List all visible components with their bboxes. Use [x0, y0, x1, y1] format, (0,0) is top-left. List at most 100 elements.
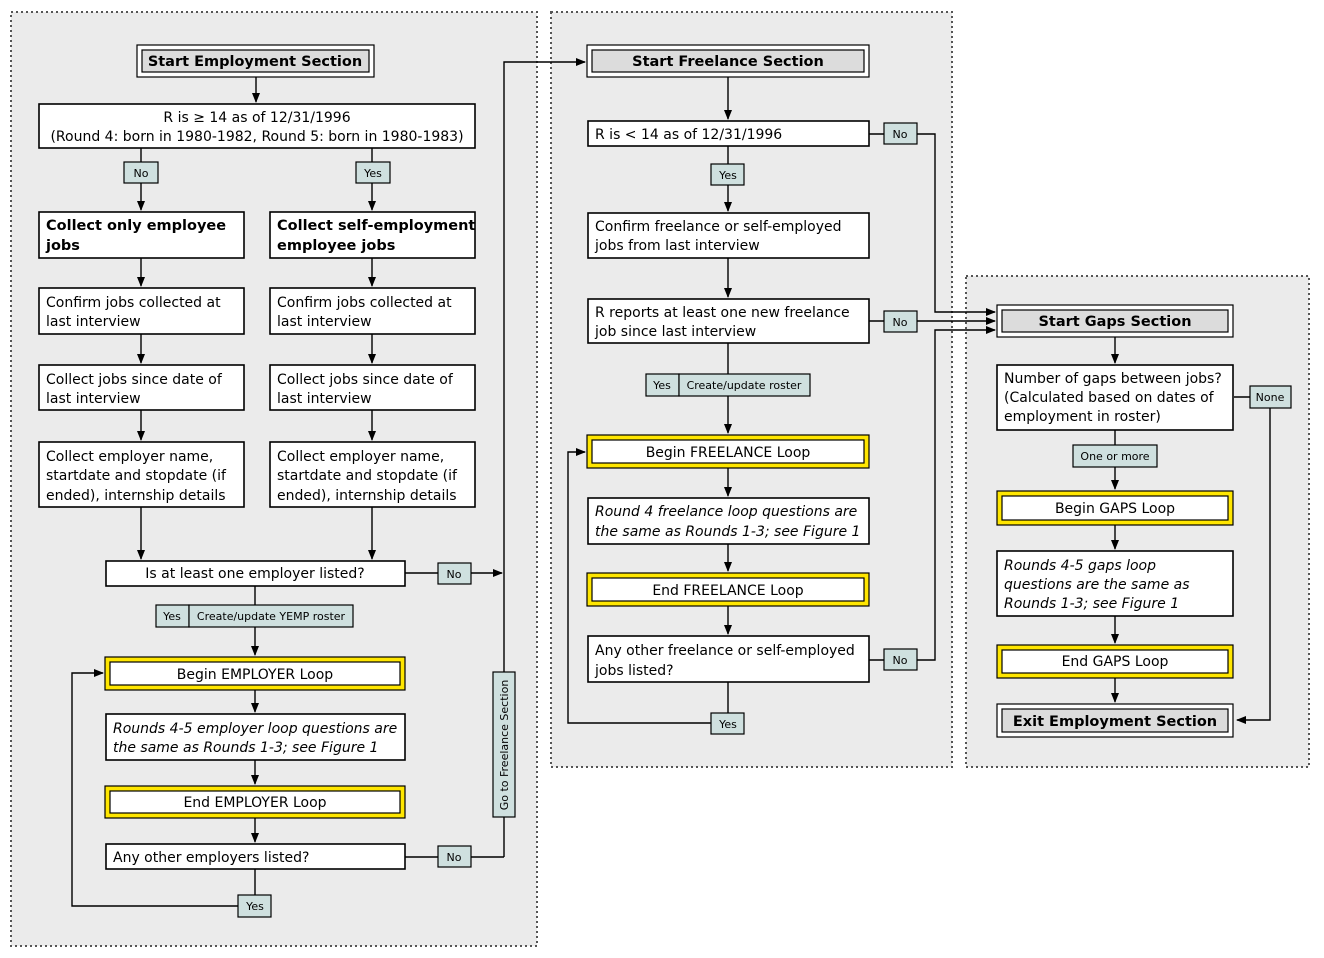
svg-text:No: No — [893, 128, 908, 141]
svg-text:Yes: Yes — [162, 610, 181, 623]
confirm-jobs-right: Confirm jobs collected at last interview — [269, 287, 476, 335]
end-gaps-loop: End GAPS Loop — [996, 644, 1234, 679]
svg-text:startdate and stopdate (if: startdate and stopdate (if — [277, 468, 458, 484]
no-tag-new-freelance: No — [883, 310, 918, 333]
svg-text:Collect self-employment: Collect self-employment — [277, 218, 475, 234]
employer-details-right: Collect employer name, startdate and sto… — [269, 441, 476, 508]
end-freelance-loop: End FREELANCE Loop — [586, 572, 870, 607]
svg-text:Begin EMPLOYER Loop: Begin EMPLOYER Loop — [177, 667, 333, 683]
age-check-line-2: (Round 4: born in 1980-1982, Round 5: bo… — [50, 129, 463, 145]
start-employment-section: Start Employment Section — [136, 44, 375, 78]
svg-text:R reports at least one new fre: R reports at least one new freelance — [595, 305, 850, 321]
none-tag: None — [1249, 385, 1292, 409]
yes-tag-other-employers: Yes — [237, 894, 272, 918]
svg-text:Confirm freelance or self-empl: Confirm freelance or self-employed — [595, 219, 842, 235]
yes-tag-age: Yes — [355, 161, 391, 184]
svg-text:ended), internship details: ended), internship details — [46, 488, 226, 504]
svg-text:Start Freelance Section: Start Freelance Section — [632, 54, 824, 70]
svg-text:Create/update roster: Create/update roster — [687, 379, 802, 392]
svg-text:One or more: One or more — [1080, 450, 1149, 463]
svg-text:R is < 14 as of 12/31/1996: R is < 14 as of 12/31/1996 — [595, 127, 782, 143]
svg-text:Start Gaps Section: Start Gaps Section — [1038, 314, 1191, 330]
svg-text:No: No — [893, 316, 908, 329]
yes-tag-freelance-age: Yes — [710, 163, 745, 186]
svg-text:Yes: Yes — [718, 169, 737, 182]
one-or-more-tag: One or more — [1072, 444, 1158, 468]
svg-text:employee jobs: employee jobs — [277, 238, 395, 254]
no-tag-employer-listed: No — [437, 562, 472, 585]
svg-text:the same as Rounds 1-3; see Fi: the same as Rounds 1-3; see Figure 1 — [113, 740, 378, 756]
svg-text:Any other freelance or self-em: Any other freelance or self-employed — [595, 643, 855, 659]
number-of-gaps-question: Number of gaps between jobs? (Calculated… — [996, 364, 1234, 431]
yes-create-yemp-roster-tag: Yes Create/update YEMP roster — [155, 604, 354, 628]
no-tag-other-employers: No — [437, 845, 472, 868]
svg-text:employment in roster): employment in roster) — [1004, 409, 1161, 425]
other-freelance-jobs-question: Any other freelance or self-employed job… — [587, 635, 870, 683]
exit-employment-section: Exit Employment Section — [996, 703, 1234, 738]
svg-text:ended), internship details: ended), internship details — [277, 488, 457, 504]
go-to-freelance-tag: Go to Freelance Section — [492, 671, 516, 818]
gaps-loop-questions: Rounds 4-5 gaps loop questions are the s… — [996, 550, 1234, 617]
svg-text:Collect jobs since date of: Collect jobs since date of — [46, 372, 223, 388]
svg-text:jobs: jobs — [45, 238, 80, 254]
svg-text:No: No — [447, 851, 462, 864]
svg-text:Rounds 1-3; see Figure 1: Rounds 1-3; see Figure 1 — [1004, 596, 1179, 612]
confirm-jobs-left: Confirm jobs collected at last interview — [38, 287, 245, 335]
svg-text:Yes: Yes — [652, 379, 671, 392]
no-tag-age: No — [123, 161, 159, 184]
no-tag-freelance-age: No — [883, 122, 918, 145]
svg-text:Begin FREELANCE Loop: Begin FREELANCE Loop — [646, 445, 811, 461]
svg-text:Exit Employment Section: Exit Employment Section — [1013, 714, 1217, 730]
start-freelance-section: Start Freelance Section — [586, 44, 870, 78]
age-check-employment: R is ≥ 14 as of 12/31/1996 (Round 4: bor… — [38, 103, 476, 149]
svg-text:Yes: Yes — [363, 167, 382, 180]
no-tag-other-freelance: No — [883, 648, 918, 671]
svg-text:Confirm jobs collected at: Confirm jobs collected at — [46, 295, 221, 311]
svg-text:Yes: Yes — [718, 718, 737, 731]
collect-since-left: Collect jobs since date of last intervie… — [38, 364, 245, 411]
yes-tag-other-freelance: Yes — [710, 712, 745, 735]
svg-text:last interview: last interview — [46, 391, 141, 407]
svg-text:Yes: Yes — [245, 900, 264, 913]
svg-text:End GAPS Loop: End GAPS Loop — [1062, 654, 1169, 670]
confirm-freelance-jobs: Confirm freelance or self-employed jobs … — [587, 212, 870, 259]
svg-text:No: No — [447, 568, 462, 581]
svg-text:jobs from last interview: jobs from last interview — [594, 238, 760, 254]
collect-employee-jobs: Collect only employee jobs — [38, 211, 245, 259]
new-freelance-job-question: R reports at least one new freelance job… — [587, 298, 870, 344]
svg-text:None: None — [1256, 391, 1285, 404]
svg-text:Rounds 4-5 gaps loop: Rounds 4-5 gaps loop — [1004, 558, 1156, 574]
svg-text:End EMPLOYER Loop: End EMPLOYER Loop — [183, 795, 326, 811]
svg-text:job since last interview: job since last interview — [594, 324, 756, 340]
employer-listed-question: Is at least one employer listed? — [105, 560, 406, 587]
start-employment-label: Start Employment Section — [148, 54, 362, 70]
begin-freelance-loop: Begin FREELANCE Loop — [586, 434, 870, 469]
start-gaps-section: Start Gaps Section — [996, 304, 1234, 338]
connectors — [71, 58, 1271, 907]
svg-text:No: No — [134, 167, 149, 180]
svg-text:jobs listed?: jobs listed? — [594, 663, 674, 679]
svg-text:the same as Rounds 1-3; see Fi: the same as Rounds 1-3; see Figure 1 — [595, 524, 860, 540]
svg-text:No: No — [893, 654, 908, 667]
svg-text:Collect employer name,: Collect employer name, — [46, 449, 213, 465]
age-check-line-1: R is ≥ 14 as of 12/31/1996 — [163, 110, 350, 126]
svg-text:Collect only employee: Collect only employee — [46, 218, 226, 234]
freelance-loop-questions: Round 4 freelance loop questions are the… — [587, 497, 870, 545]
age-check-freelance: R is < 14 as of 12/31/1996 — [587, 120, 870, 147]
collect-since-right: Collect jobs since date of last intervie… — [269, 364, 476, 411]
svg-text:last interview: last interview — [277, 314, 372, 330]
svg-text:Collect employer name,: Collect employer name, — [277, 449, 444, 465]
begin-employer-loop: Begin EMPLOYER Loop — [104, 656, 406, 691]
svg-text:Begin GAPS Loop: Begin GAPS Loop — [1055, 501, 1175, 517]
svg-text:startdate and stopdate (if: startdate and stopdate (if — [46, 468, 227, 484]
employer-details-left: Collect employer name, startdate and sto… — [38, 441, 245, 508]
svg-text:Create/update YEMP roster: Create/update YEMP roster — [197, 610, 346, 623]
svg-text:Number of gaps between jobs?: Number of gaps between jobs? — [1004, 371, 1222, 387]
yes-create-roster-tag: Yes Create/update roster — [645, 373, 811, 397]
svg-text:Rounds 4-5 employer loop quest: Rounds 4-5 employer loop questions are — [113, 721, 397, 737]
svg-text:Is at least one employer liste: Is at least one employer listed? — [145, 566, 364, 582]
collect-self-employment-jobs: Collect self-employment employee jobs — [269, 211, 476, 259]
svg-text:Collect jobs since date of: Collect jobs since date of — [277, 372, 454, 388]
begin-gaps-loop: Begin GAPS Loop — [996, 490, 1234, 526]
